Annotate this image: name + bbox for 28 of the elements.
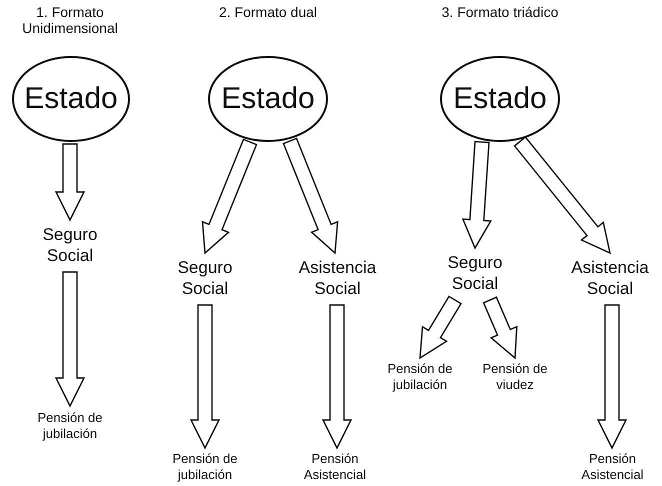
node-label: Estado xyxy=(24,82,118,116)
node-label: Seguro Social xyxy=(446,252,504,294)
node-label: Pensión de jubilación xyxy=(386,361,454,393)
node-label: Asistencia Social xyxy=(570,257,650,299)
node-label: Pensión Asistencial xyxy=(580,451,645,483)
block-arrow xyxy=(202,138,258,254)
block-arrow xyxy=(482,296,518,360)
node-label: Pensión de jubilación xyxy=(171,451,239,483)
node-label: Seguro Social xyxy=(42,224,98,266)
node-label: Estado xyxy=(221,82,315,116)
block-arrow xyxy=(514,136,611,254)
column-title: 1. Formato Unidimensional xyxy=(21,4,119,36)
node-label: Pensión Asistencial xyxy=(302,451,368,483)
column-title: 2. Formato dual xyxy=(218,4,318,20)
block-arrow xyxy=(190,304,220,450)
node-label: Seguro Social xyxy=(176,257,234,299)
block-arrow xyxy=(282,138,338,254)
column-title: 3. Formato triádico xyxy=(440,4,560,20)
block-arrow xyxy=(596,304,628,450)
block-arrow xyxy=(54,271,86,408)
block-arrow xyxy=(54,143,86,222)
node-label: Asistencia Social xyxy=(298,257,378,299)
node-label: Pensión de viudez xyxy=(481,361,549,393)
block-arrow xyxy=(462,140,492,250)
block-arrow xyxy=(419,295,462,360)
node-label: Pensión de jubilación xyxy=(36,410,104,442)
node-label: Estado xyxy=(453,82,547,116)
block-arrow xyxy=(322,304,352,450)
